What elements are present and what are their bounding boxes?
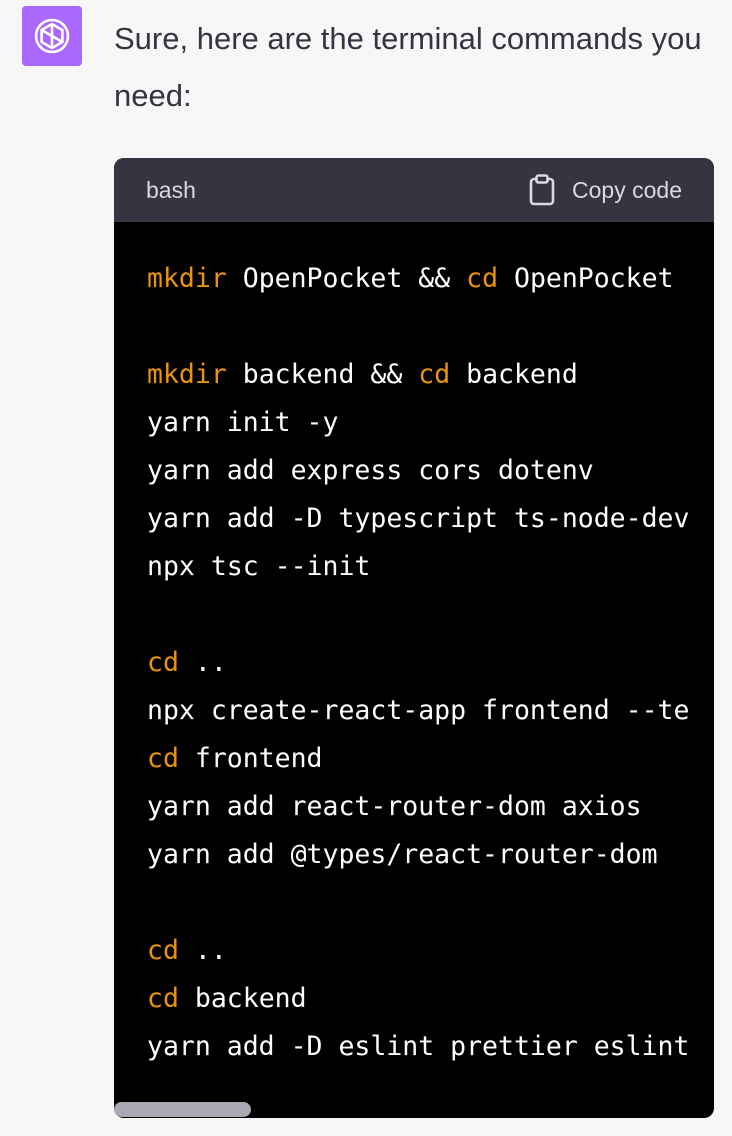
code-keyword: cd: [147, 935, 179, 966]
code-language-label: bash: [146, 176, 196, 203]
horizontal-scrollbar[interactable]: [114, 1102, 251, 1117]
code-text: yarn add -D typescript ts-node-dev: [147, 503, 690, 534]
clipboard-icon: [529, 174, 555, 206]
code-text: npx create-react-app frontend --te: [147, 695, 690, 726]
code-text: npx tsc --init: [147, 551, 371, 582]
code-text: backend: [450, 359, 578, 390]
code-line: cd backend: [147, 975, 714, 1023]
code-text: yarn add express cors dotenv: [147, 455, 594, 486]
code-text: OpenPocket &&: [226, 263, 467, 294]
code-keyword: mkdir: [147, 359, 227, 390]
code-line: yarn add @types/react-router-dom: [147, 831, 714, 879]
code-keyword: mkdir: [147, 263, 227, 294]
code-keyword: cd: [466, 263, 499, 294]
code-line: npx tsc --init: [147, 543, 714, 591]
code-line: [147, 591, 714, 639]
code-line: yarn init -y: [147, 399, 714, 447]
code-keyword: cd: [147, 743, 179, 774]
code-text: ..: [178, 935, 227, 966]
code-line: [147, 879, 714, 927]
code-line: yarn add -D typescript ts-node-dev: [147, 495, 714, 543]
code-text: yarn init -y: [147, 407, 339, 438]
code-text: backend: [178, 983, 307, 1014]
code-text: yarn add -D eslint prettier eslint: [147, 1031, 690, 1062]
code-text: frontend: [178, 743, 323, 774]
code-text: OpenPocket: [498, 263, 674, 294]
code-text: backend &&: [226, 359, 419, 390]
openai-logo-icon: [34, 18, 70, 54]
code-keyword: cd: [147, 983, 179, 1014]
code-line: cd frontend: [147, 735, 714, 783]
code-line: mkdir OpenPocket && cd OpenPocket: [147, 255, 714, 303]
code-keyword: cd: [418, 359, 451, 390]
code-line: yarn add react-router-dom axios: [147, 783, 714, 831]
code-line: [147, 303, 714, 351]
copy-code-button[interactable]: Copy code: [528, 174, 682, 206]
code-line: npx create-react-app frontend --te: [147, 687, 714, 735]
code-content[interactable]: mkdir OpenPocket && cd OpenPocket mkdir …: [147, 255, 714, 1071]
code-block-header: bash Copy code: [114, 158, 714, 222]
code-line: mkdir backend && cd backend: [147, 351, 714, 399]
copy-code-label: Copy code: [572, 176, 682, 203]
code-line: yarn add -D eslint prettier eslint: [147, 1023, 714, 1071]
assistant-message-text: Sure, here are the terminal commands you…: [114, 21, 702, 113]
code-text: yarn add react-router-dom axios: [147, 791, 642, 822]
code-line: cd ..: [147, 639, 714, 687]
assistant-avatar: [22, 6, 82, 66]
code-line: yarn add express cors dotenv: [147, 447, 714, 495]
code-text: ..: [178, 647, 227, 678]
code-block: bash Copy code mkdir OpenPocket && cd Op…: [114, 158, 714, 1118]
code-line: cd ..: [147, 927, 714, 975]
code-text: yarn add @types/react-router-dom: [147, 839, 658, 870]
code-keyword: cd: [147, 647, 179, 678]
